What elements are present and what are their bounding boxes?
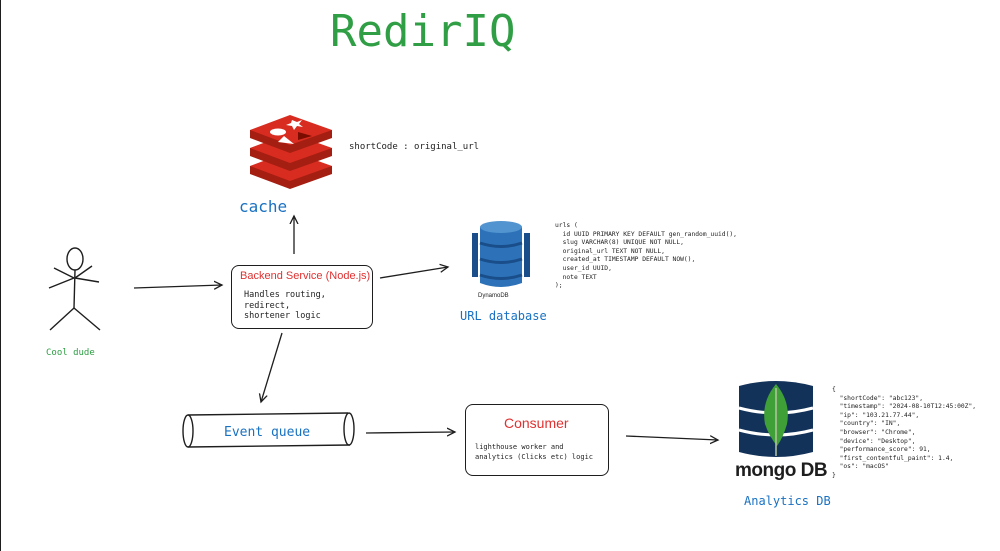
consumer-box <box>465 404 609 476</box>
url-table-schema: urls ( id UUID PRIMARY KEY DEFAULT gen_r… <box>555 222 737 290</box>
dynamodb-logo-text: DynamoDB <box>478 293 509 299</box>
user-stick-figure-icon <box>48 247 101 331</box>
dynamodb-icon <box>472 221 530 287</box>
url-database-label: URL database <box>460 309 547 323</box>
cache-label: cache <box>239 197 288 216</box>
cache-key-note: shortCode : original_url <box>349 142 480 152</box>
arrow-backend-to-queue <box>261 332 283 402</box>
backend-service-title: Backend Service (Node.js) <box>240 270 371 282</box>
event-queue-label: Event queue <box>224 425 311 440</box>
backend-service-box <box>231 265 373 329</box>
redis-icon <box>250 115 332 189</box>
arrow-queue-to-consumer <box>365 432 455 433</box>
mongodb-logo-text: mongo DB <box>735 460 828 481</box>
analytics-db-label: Analytics DB <box>744 494 831 508</box>
user-label: Cool dude <box>46 348 95 358</box>
backend-service-description: Handles routing, redirect, shortener log… <box>244 290 326 321</box>
arrow-backend-to-urldb <box>379 267 448 279</box>
arrow-user-to-backend <box>133 285 222 288</box>
consumer-description: lighthouse worker and analytics (Clicks … <box>475 443 594 461</box>
consumer-title: Consumer <box>504 415 569 431</box>
analytics-sample-document: { "shortCode": "abc123", "timestamp": "2… <box>832 386 977 479</box>
mongodb-icon <box>735 378 817 460</box>
canvas-left-edge <box>0 0 1 551</box>
arrow-consumer-to-mongodb <box>625 436 718 440</box>
diagram-title: RedirIQ <box>330 6 516 57</box>
event-queue-cylinder <box>182 412 355 448</box>
